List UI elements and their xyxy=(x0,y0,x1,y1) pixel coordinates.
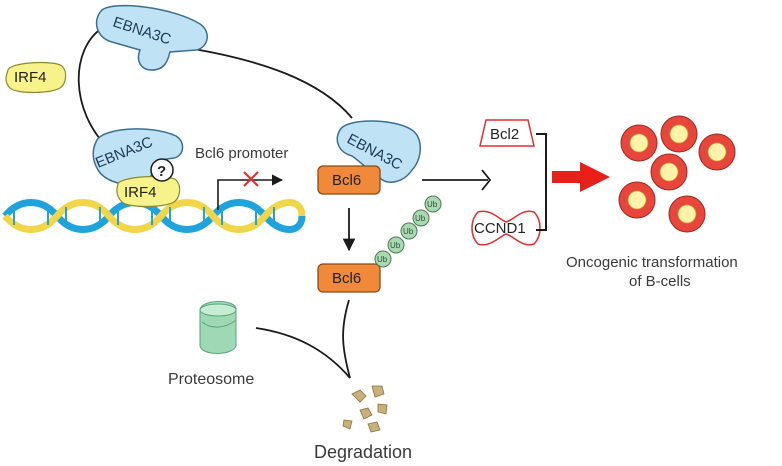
bcl6-box-ubiquitinated: Bcl6 xyxy=(317,263,381,293)
target-bracket xyxy=(536,133,547,231)
merge-line-bcl6 xyxy=(342,299,351,379)
irf4-bound-label: IRF4 xyxy=(124,184,157,201)
ccnd1-label: CCND1 xyxy=(474,220,526,237)
irf4-free-label: IRF4 xyxy=(14,69,47,86)
svg-text:Ub: Ub xyxy=(403,227,414,236)
proteosome-label: Proteosome xyxy=(168,371,254,388)
ub-bead-2: Ub xyxy=(387,236,405,254)
b-cell xyxy=(620,124,658,162)
connector-arc-left xyxy=(77,27,109,149)
dna-helix xyxy=(2,199,306,233)
proteosome-icon xyxy=(199,301,237,354)
b-cell xyxy=(660,115,698,153)
oncogenic-label-line1: Oncogenic transformation xyxy=(566,254,738,271)
b-cell xyxy=(618,181,656,219)
irf4-free: IRF4 xyxy=(5,61,67,94)
b-cell xyxy=(650,153,688,191)
degradation-fragments-icon xyxy=(342,385,388,433)
b-cell xyxy=(698,133,736,171)
bcl6-ub-label: Bcl6 xyxy=(332,270,361,287)
svg-text:Ub: Ub xyxy=(390,241,401,250)
bcl2-label: Bcl2 xyxy=(490,126,519,143)
bcl6-box-complex: Bcl6 xyxy=(317,165,381,195)
b-cells-cluster xyxy=(618,115,736,233)
bcl6-promoter-label: Bcl6 promoter xyxy=(195,145,288,162)
ub-bead-5: Ub xyxy=(424,195,442,213)
ccnd1-gene: CCND1 xyxy=(471,210,541,246)
svg-text:Ub: Ub xyxy=(427,200,438,209)
degradation-label: Degradation xyxy=(314,442,412,462)
irf4-bound: IRF4 xyxy=(116,175,181,208)
svg-text:Ub: Ub xyxy=(415,214,426,223)
question-mark-text: ? xyxy=(157,163,166,180)
merge-line-proteosome xyxy=(255,327,351,379)
ebna3c-bound: EBNA3C xyxy=(92,128,184,186)
blocked-x-icon xyxy=(243,171,259,187)
inhibit-bar xyxy=(481,169,492,191)
transformation-arrow-icon xyxy=(552,162,610,192)
promoter-arrow xyxy=(217,174,284,210)
bcl2-gene: Bcl2 xyxy=(479,119,535,147)
ub-bead-3: Ub xyxy=(400,222,418,240)
oncogenic-label-line2: of B-cells xyxy=(629,273,691,290)
b-cell xyxy=(668,195,706,233)
ub-bead-4: Ub xyxy=(412,209,430,227)
bcl6-complex-label: Bcl6 xyxy=(332,172,361,189)
ebna3c-top: EBNA3C xyxy=(95,4,208,71)
ubiquitin-chain: Ub Ub Ub Ub Ub xyxy=(374,195,442,268)
ub-bead-1: Ub xyxy=(374,250,392,268)
svg-text:Ub: Ub xyxy=(377,255,388,264)
connector-arc-top xyxy=(187,47,353,119)
question-mark-icon: ? xyxy=(150,158,174,182)
